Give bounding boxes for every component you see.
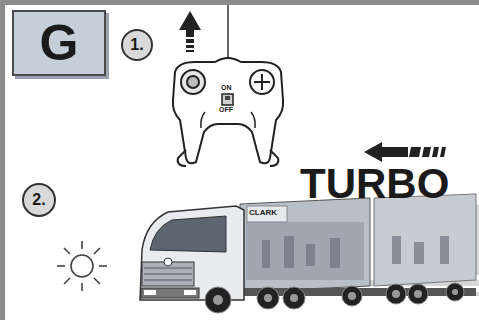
brand-label: CLARK — [249, 209, 277, 217]
up-arrow — [179, 11, 201, 52]
switch-label: ON — [221, 84, 232, 91]
frame-bar — [0, 0, 479, 5]
light-icon — [57, 241, 107, 291]
antenna-line — [227, 5, 229, 66]
truck-illustration — [140, 194, 479, 313]
turbo-label: TURBO — [300, 163, 449, 205]
node-text: 1. — [130, 36, 143, 54]
callout-number: 2. — [22, 183, 56, 217]
switch-label: OFF — [219, 106, 233, 113]
remote-control — [173, 58, 283, 166]
step-letter-box: G — [12, 10, 106, 76]
callout-number: 1. — [121, 29, 153, 61]
turbo-arrow — [364, 142, 446, 162]
frame-bar — [0, 0, 5, 320]
node-text: G — [40, 14, 79, 72]
node-text: 2. — [32, 191, 45, 209]
